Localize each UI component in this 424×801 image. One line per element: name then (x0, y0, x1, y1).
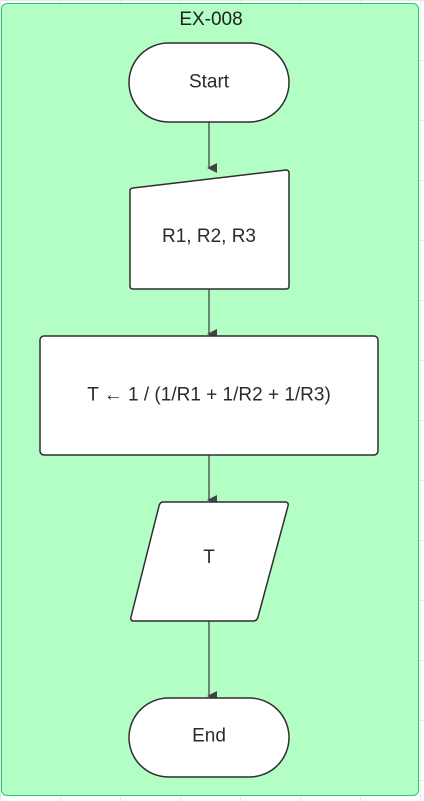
process-label: T ← 1 / (1/R1 + 1/R2 + 1/R3) (87, 385, 331, 406)
container-title: EX-008 (179, 9, 243, 30)
process-node[interactable]: T ← 1 / (1/R1 + 1/R2 + 1/R3) (39, 335, 379, 456)
end-node[interactable]: End (128, 697, 290, 778)
end-label: End (192, 726, 226, 747)
output-label: T (203, 547, 215, 568)
input-label: R1, R2, R3 (162, 226, 256, 247)
output-node[interactable]: T (130, 501, 289, 622)
input-node[interactable]: R1, R2, R3 (129, 169, 290, 290)
start-node[interactable]: Start (128, 42, 290, 123)
start-label: Start (189, 72, 230, 93)
